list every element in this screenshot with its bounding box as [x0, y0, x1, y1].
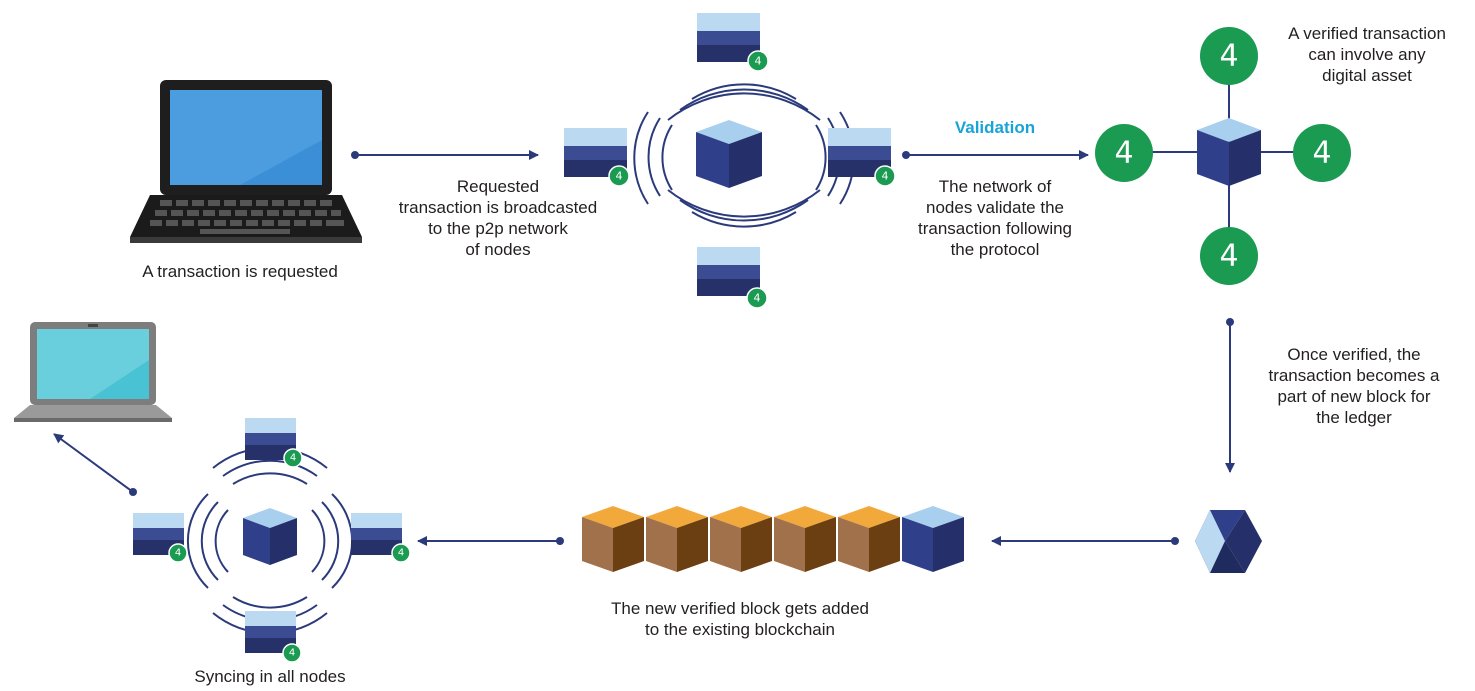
label-validation-line: transaction following: [917, 219, 1073, 238]
label-verified-line: Once verified, the: [1287, 345, 1421, 364]
chain-block: [774, 506, 836, 572]
node-block-right: [828, 128, 891, 177]
svg-text:4: 4: [882, 170, 889, 183]
arrow-sync-to-laptop: [53, 433, 137, 496]
cube-center-top: [696, 120, 762, 188]
arrow-request-to-network: [351, 150, 539, 160]
label-added-line: The new verified block gets added: [611, 599, 869, 618]
svg-text:4: 4: [616, 170, 623, 183]
laptop-grey-icon: [14, 322, 172, 422]
arrow-verified-to-block: [1225, 318, 1235, 473]
chain-block: [838, 506, 900, 572]
svg-text:4: 4: [1312, 136, 1331, 171]
svg-text:4: 4: [754, 292, 761, 305]
svg-text:4: 4: [398, 548, 404, 559]
badge: 4: [282, 643, 302, 663]
validation-title: Validation: [900, 117, 1090, 138]
validation-cluster: 4 4 4 4: [1095, 27, 1351, 285]
svg-text:4: 4: [755, 55, 762, 68]
label-verified: Once verified, the transaction becomes a…: [1246, 344, 1462, 428]
cube-center-sync: [243, 508, 297, 565]
label-validation-line: The network of: [938, 177, 1052, 196]
badge-large: 4: [1200, 27, 1258, 85]
label-broadcast-line: of nodes: [465, 240, 531, 259]
label-sync-text: Syncing in all nodes: [194, 667, 346, 686]
node-block-right: [351, 513, 402, 555]
badge-large: 4: [1095, 124, 1153, 182]
label-asset: A verified transaction can involve any d…: [1262, 23, 1472, 86]
badge-large: 4: [1200, 227, 1258, 285]
node-block-top: [697, 13, 760, 62]
svg-text:4: 4: [290, 453, 296, 464]
label-broadcast: Requested transaction is broadcasted to …: [368, 176, 628, 260]
label-added: The new verified block gets added to the…: [570, 598, 910, 640]
label-verified-line: the ledger: [1316, 408, 1392, 427]
p2p-network-sync: 4 4 4 4: [133, 418, 411, 663]
badge: 4: [283, 448, 303, 468]
badge: 4: [608, 165, 630, 187]
label-asset-line: A verified transaction: [1288, 24, 1446, 43]
label-asset-line: can involve any: [1308, 45, 1426, 64]
label-added-line: to the existing blockchain: [645, 620, 835, 639]
badge: 4: [168, 543, 188, 563]
label-verified-line: transaction becomes a: [1268, 366, 1440, 385]
svg-text:4: 4: [1114, 136, 1133, 171]
new-block-icon: [1195, 510, 1262, 573]
node-block-bottom: [697, 247, 760, 296]
network-rings: [633, 83, 855, 228]
badge: 4: [747, 50, 769, 72]
svg-text:4: 4: [289, 648, 295, 659]
label-broadcast-line: transaction is broadcasted: [398, 198, 598, 217]
badge: 4: [874, 165, 896, 187]
label-request: A transaction is requested: [100, 261, 380, 282]
network-rings: [186, 446, 354, 635]
node-block-top: [245, 418, 296, 460]
chain-block: [710, 506, 772, 572]
laptop-dark-icon: [130, 80, 362, 243]
label-verified-line: part of new block for: [1277, 387, 1431, 406]
label-asset-line: digital asset: [1322, 66, 1412, 85]
validation-title-text: Validation: [954, 118, 1036, 137]
chain-block-new: [902, 506, 964, 572]
label-validation-line: the protocol: [950, 240, 1040, 259]
label-request-text: A transaction is requested: [142, 262, 338, 281]
svg-text:4: 4: [1219, 39, 1238, 74]
label-broadcast-line: to the p2p network: [428, 219, 568, 238]
arrow-block-to-chain: [991, 536, 1179, 546]
label-validation-line: nodes validate the: [926, 198, 1064, 217]
blockchain-row: [582, 506, 964, 572]
badge-large: 4: [1293, 124, 1351, 182]
p2p-network-top: 4 4 4 4: [564, 13, 896, 309]
arrow-chain-to-sync: [417, 536, 564, 546]
badge: 4: [746, 287, 768, 309]
svg-text:4: 4: [1219, 239, 1238, 274]
chain-block: [646, 506, 708, 572]
chain-block: [582, 506, 644, 572]
svg-text:4: 4: [175, 548, 181, 559]
badge: 4: [391, 543, 411, 563]
label-broadcast-line: Requested: [456, 177, 540, 196]
arrow-network-to-validation: [902, 150, 1089, 160]
cube-validation: [1197, 118, 1261, 186]
label-validation: The network of nodes validate the transa…: [890, 176, 1100, 260]
label-sync: Syncing in all nodes: [140, 666, 400, 687]
